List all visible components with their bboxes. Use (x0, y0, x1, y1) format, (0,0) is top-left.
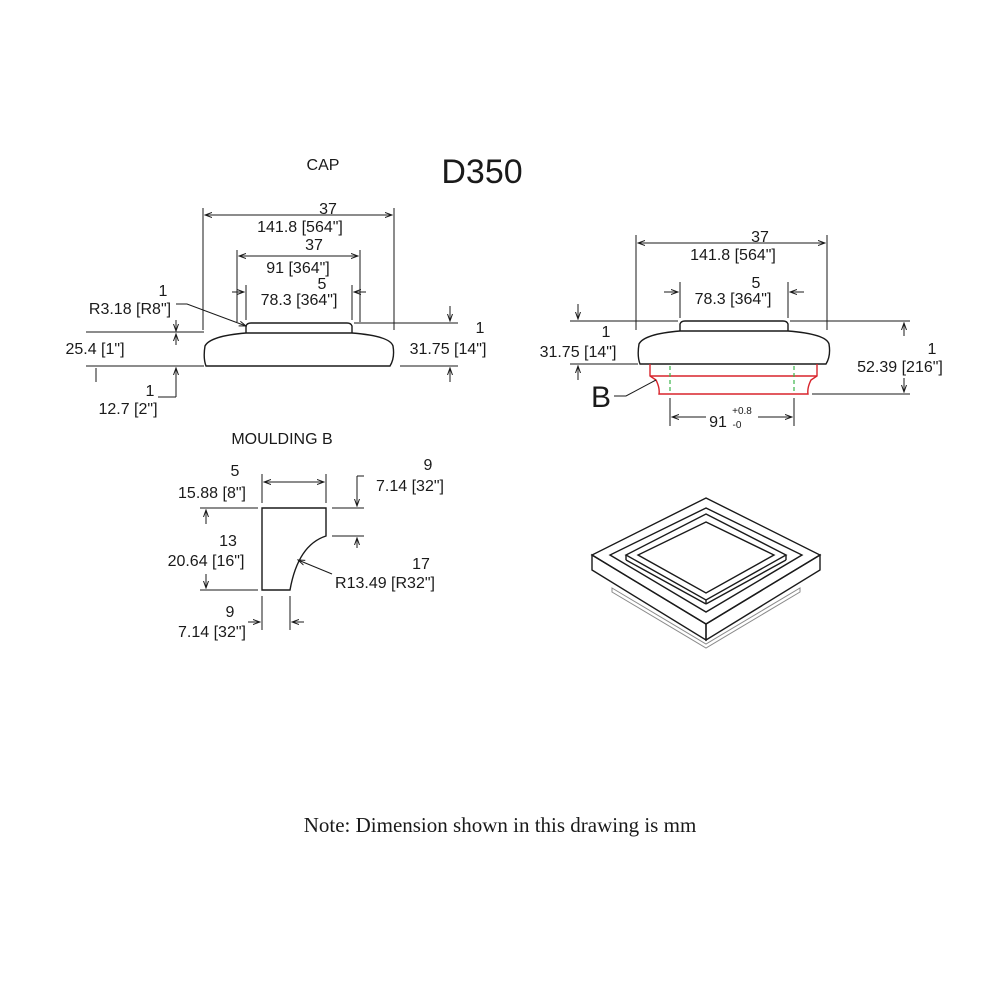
assembly-side-view: 37 141.8 [564"] 5 78.3 [364"] 1 31.75 [1… (540, 229, 943, 431)
assembly-height-left-num: 1 (602, 324, 611, 341)
cap-height-bottom-text: 12.7 [2"] (98, 401, 157, 418)
moulding-height-num: 13 (219, 533, 237, 550)
cap-height-right-text: 31.75 [14"] (410, 341, 487, 358)
assembly-width-top-num: 5 (752, 275, 761, 292)
cap-side-view: 37 141.8 [564"] 37 91 [364"] 5 78.3 [364… (65, 201, 486, 418)
moulding-width-total-num: 5 (231, 463, 240, 480)
cap-width-top-num: 5 (318, 276, 327, 293)
cap-isometric-view (590, 497, 822, 649)
assembly-cap-outline (637, 330, 831, 365)
moulding-width-total-text: 15.88 [8"] (178, 485, 246, 502)
assembly-height-left-text: 31.75 [14"] (540, 344, 617, 361)
assembly-height-right-num: 1 (928, 341, 937, 358)
assembly-height-right-text: 52.39 [216"] (857, 359, 943, 376)
cap-radius-num: 1 (159, 283, 168, 300)
moulding-bottom-width-num: 9 (226, 604, 235, 621)
cap-width-inner-num: 37 (305, 237, 323, 254)
moulding-section-label: MOULDING B (231, 431, 332, 448)
drawing-title: D350 (441, 153, 522, 191)
assembly-width-top-text: 78.3 [364"] (695, 291, 772, 308)
cap-outline (203, 332, 395, 367)
cap-height-left-text: 25.4 [1"] (65, 341, 124, 358)
moulding-top-step-num: 9 (424, 457, 433, 474)
assembly-width-overall-num: 37 (751, 229, 769, 246)
cap-width-inner-text: 91 [364"] (266, 260, 330, 277)
cap-section-label: CAP (307, 157, 340, 174)
assembly-bottom-width-base: 91 (709, 414, 727, 431)
assembly-bottom-width-tol-lower: -0 (733, 420, 742, 431)
moulding-radius-num: 17 (412, 556, 430, 573)
moulding-profile: 5 15.88 [8"] 9 7.14 [32"] 13 20.64 [16"]… (168, 457, 444, 641)
cap-radius-text: R3.18 [R8"] (89, 301, 171, 318)
assembly-width-overall-text: 141.8 [564"] (690, 247, 776, 264)
cap-height-right-num: 1 (476, 320, 485, 337)
moulding-height-text: 20.64 [16"] (168, 553, 245, 570)
cap-width-overall-num: 37 (319, 201, 337, 218)
assembly-cap-top (679, 320, 789, 331)
moulding-radius-text: R13.49 [R32"] (335, 575, 435, 592)
cap-width-top-text: 78.3 [364"] (261, 292, 338, 309)
cap-height-bottom-num: 1 (146, 383, 155, 400)
dimension-note: Note: Dimension shown in this drawing is… (304, 813, 697, 837)
assembly-bottom-width-tol-upper: +0.8 (732, 406, 752, 417)
cap-top-raised (245, 322, 353, 333)
moulding-top-step-text: 7.14 [32"] (376, 478, 444, 495)
moulding-bottom-width-text: 7.14 [32"] (178, 624, 246, 641)
cap-width-overall-text: 141.8 [564"] (257, 219, 343, 236)
moulding-b-callout: B (591, 381, 611, 414)
moulding-b-outline (649, 364, 818, 395)
moulding-profile-outline (261, 507, 327, 591)
